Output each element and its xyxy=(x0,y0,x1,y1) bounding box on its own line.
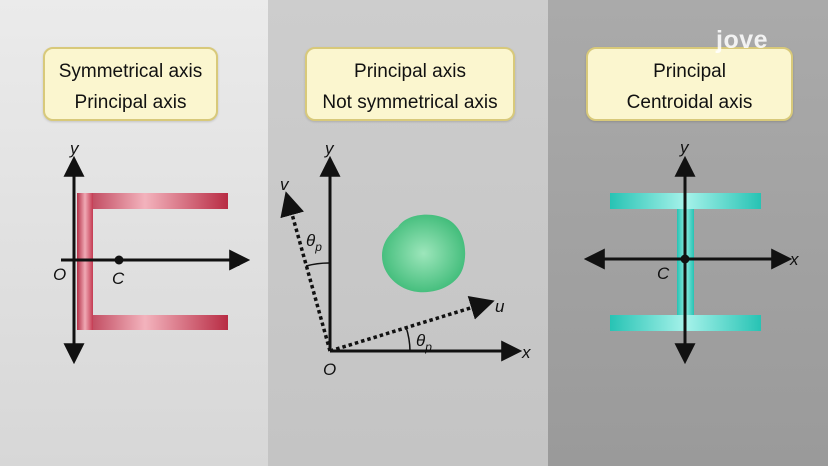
theta-symbol: θ xyxy=(306,231,316,250)
label-box-centroidal: Principal Centroidal axis xyxy=(586,47,793,121)
p2-v-axis xyxy=(280,191,332,352)
p2-u-axis xyxy=(329,296,495,353)
p2-x-label: x xyxy=(521,343,531,362)
jove-logo: jove xyxy=(716,26,769,54)
p1-centroid-dot xyxy=(114,255,124,265)
p1-x-label: x xyxy=(231,251,241,270)
label-box-non-symmetrical: Principal axis Not symmetrical axis xyxy=(305,47,515,121)
p2-origin-label: O xyxy=(323,360,336,379)
blob-shape xyxy=(382,214,466,293)
label-line: Not symmetrical axis xyxy=(322,92,498,113)
p1-y-label: y xyxy=(69,139,80,158)
p2-theta-label-u: θp xyxy=(416,331,432,354)
label-line: Principal axis xyxy=(74,92,187,113)
p3-y-label: y xyxy=(679,138,690,157)
p2-theta-arc-v xyxy=(305,262,331,267)
p3-centroid-label: C xyxy=(657,264,670,283)
p2-u-label: u xyxy=(495,297,505,316)
label-line: Centroidal axis xyxy=(626,92,753,113)
p1-origin-label: O xyxy=(53,265,66,284)
label-line: Principal axis xyxy=(354,61,466,82)
label-box-symmetrical: Symmetrical axis Principal axis xyxy=(43,47,218,121)
theta-subscript: p xyxy=(424,340,432,354)
p2-theta-label-v: θp xyxy=(306,231,322,254)
label-line: Principal xyxy=(653,61,726,82)
p2-y-label: y xyxy=(324,139,335,158)
p1-centroid-label: C xyxy=(112,269,125,288)
p3-x-label: x xyxy=(789,250,799,269)
theta-symbol: θ xyxy=(416,331,426,350)
p2-v-label: v xyxy=(280,175,290,194)
theta-subscript: p xyxy=(314,240,322,254)
p3-centroid-dot xyxy=(680,254,690,264)
label-line: Symmetrical axis xyxy=(58,61,203,82)
p2-theta-arc-u xyxy=(405,326,411,352)
